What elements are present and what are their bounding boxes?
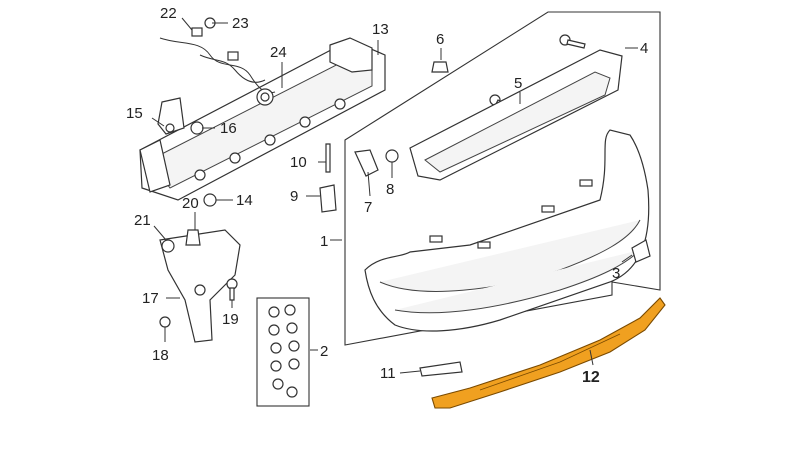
screw-8: [385, 149, 399, 163]
nut-16: [190, 121, 204, 135]
callout-16: 16: [220, 120, 237, 137]
bracket-15: [157, 97, 185, 135]
callout-6: 6: [436, 31, 444, 48]
callout-8: 8: [386, 181, 394, 198]
callout-20: 20: [182, 195, 199, 212]
callout-14: 14: [236, 192, 253, 209]
hardware-kit-frame: [256, 297, 310, 407]
callout-17: 17: [142, 290, 159, 307]
clip-21: [161, 239, 175, 253]
bumper-group-frame: [344, 11, 661, 346]
callout-2: 2: [320, 343, 328, 360]
callout-22: 22: [160, 5, 177, 22]
clip-20: [185, 229, 201, 246]
callout-1: 1: [320, 233, 328, 250]
callout-4: 4: [640, 40, 648, 57]
hardware-kit: [268, 304, 300, 398]
callout-labels: 1 2 3 4 5 6 7 8 9 10 11 12 13 14 15 16 1…: [126, 5, 648, 386]
trim-strip: [419, 361, 463, 377]
reflector-3: [631, 239, 651, 263]
callout-13: 13: [372, 21, 389, 38]
callout-19: 19: [222, 311, 239, 328]
bracket-9: [319, 184, 337, 213]
energy-absorber: [409, 49, 623, 181]
callout-24: 24: [270, 44, 287, 61]
callout-3: 3: [612, 265, 620, 282]
bracket-7: [354, 149, 379, 177]
screw-18: [159, 316, 171, 328]
nut-14: [203, 193, 217, 207]
nut-6: [431, 61, 449, 73]
callout-10: 10: [290, 154, 307, 171]
bolt-top-right: [559, 34, 586, 49]
callout-21: 21: [134, 212, 151, 229]
side-bracket: [159, 229, 241, 343]
callout-15: 15: [126, 105, 143, 122]
callout-5: 5: [514, 75, 522, 92]
bumper-cover: [364, 129, 650, 332]
bolt-10: [325, 143, 331, 173]
lower-valance-highlighted: [431, 297, 666, 409]
callout-18: 18: [152, 347, 169, 364]
callout-7: 7: [364, 199, 372, 216]
wiring-harness: [159, 27, 276, 106]
impact-bar: [139, 37, 386, 201]
screw-19: [226, 278, 238, 301]
callout-11: 11: [380, 365, 396, 382]
callout-23: 23: [232, 15, 249, 32]
callout-12: 12: [582, 369, 600, 386]
callout-9: 9: [290, 188, 298, 205]
leader-lines: [151, 17, 638, 374]
